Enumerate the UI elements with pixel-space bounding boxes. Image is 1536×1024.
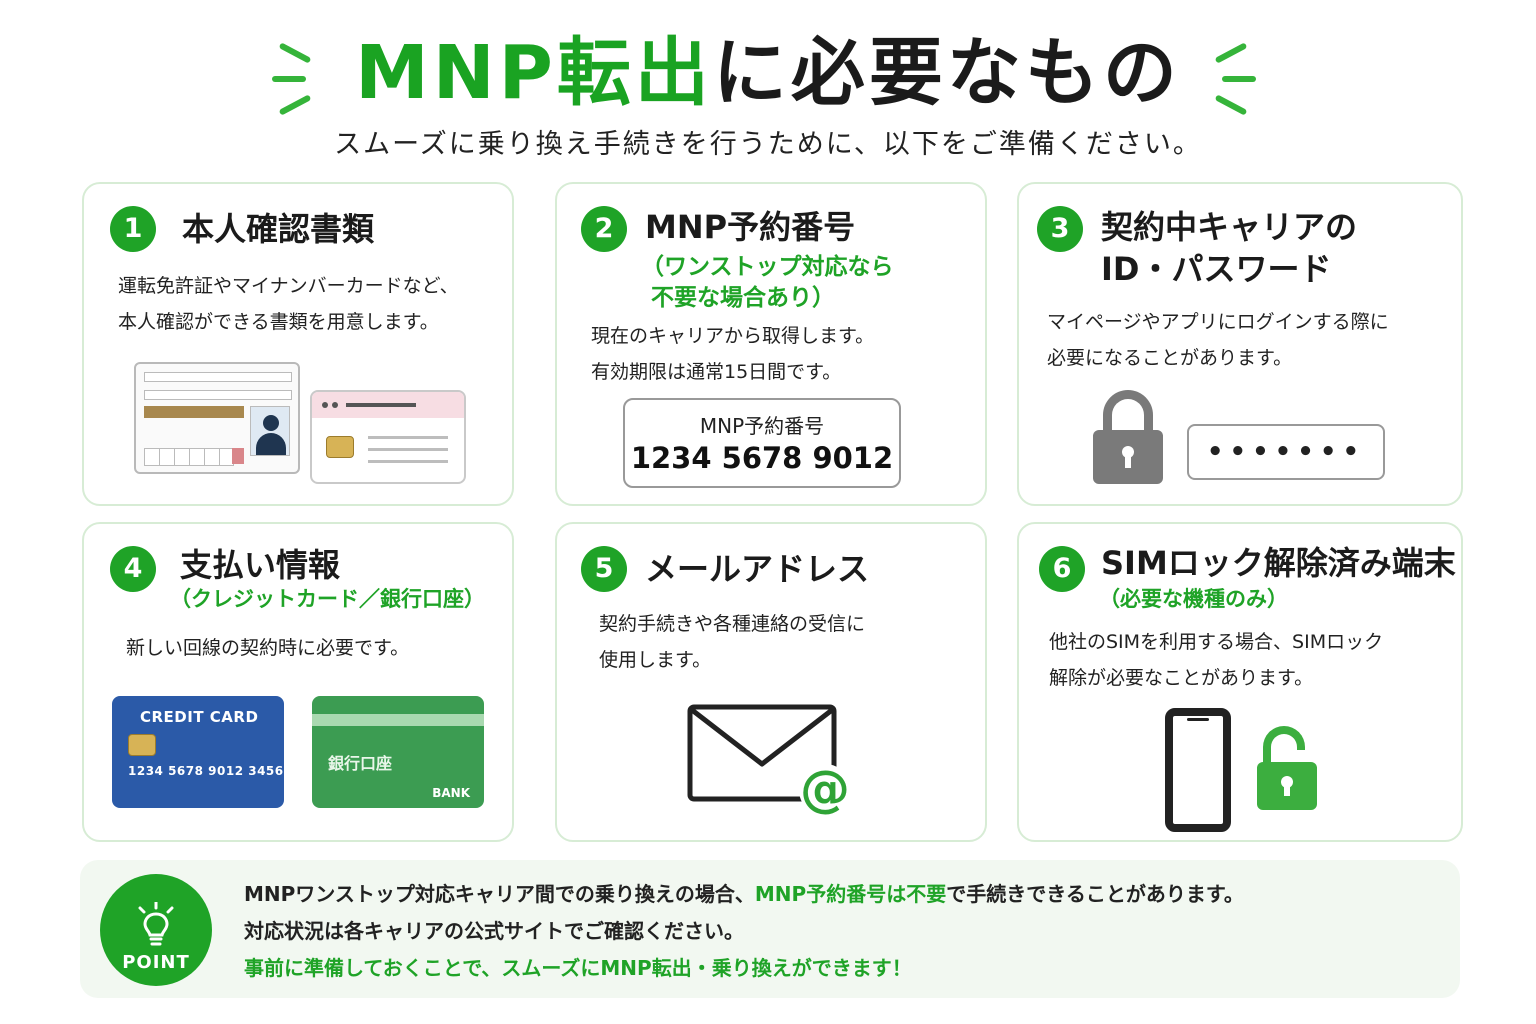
card-title-line: 契約中キャリアの [1101, 208, 1358, 246]
email-envelope-icon: @ [687, 704, 851, 818]
mnp-number-box: MNP予約番号 1234 5678 9012 [623, 398, 901, 488]
card-title: 本人確認書類 [182, 210, 375, 248]
ic-chip-icon [128, 734, 156, 756]
smartphone-icon [1165, 708, 1231, 832]
card-description-line: 使用します。 [599, 649, 712, 671]
card-title: SIMロック解除済み端末 [1101, 544, 1456, 582]
point-line-1-text: MNPワンストップ対応キャリア間での乗り換えの場合、 [244, 882, 755, 906]
unlocked-padlock-icon [1257, 726, 1317, 810]
point-line-1: MNPワンストップ対応キャリア間での乗り換えの場合、MNP予約番号は不要で手続き… [244, 876, 1244, 913]
card-description-line: 本人確認ができる書類を用意します。 [118, 311, 439, 333]
card-number-badge: 1 [110, 206, 156, 252]
card-description: マイページやアプリにログインする際に 必要になることがあります。 [1047, 304, 1389, 376]
card-number-badge: 3 [1037, 206, 1083, 252]
card-description-line: 新しい回線の契約時に必要です。 [126, 637, 410, 659]
credit-card-label: CREDIT CARD [140, 708, 259, 726]
page-subtitle: スムーズに乗り換え手続きを行うために、以下をご準備ください。 [334, 129, 1202, 160]
padlock-icon [1093, 390, 1163, 484]
card-description-line: 他社のSIMを利用する場合、SIMロック [1049, 631, 1384, 653]
credit-card-icon: CREDIT CARD 1234 5678 9012 3456 [112, 696, 284, 808]
card-carrier-id-password: 3 契約中キャリアの ID・パスワード マイページやアプリにログインする際に 必… [1017, 182, 1463, 506]
card-sim-unlocked-device: 6 SIMロック解除済み端末 （必要な機種のみ） 他社のSIMを利用する場合、S… [1017, 522, 1463, 842]
card-email-address: 5 メールアドレス 契約手続きや各種連絡の受信に 使用します。 @ [555, 522, 987, 842]
point-line-1-text: で手続きできることがあります。 [946, 882, 1244, 906]
title-black-part: に必要なもの [712, 30, 1181, 116]
card-title: MNP予約番号 [645, 208, 856, 246]
point-text: MNPワンストップ対応キャリア間での乗り換えの場合、MNP予約番号は不要で手続き… [244, 876, 1244, 987]
title-green-part: MNP転出 [355, 30, 713, 116]
card-title-line: ID・パスワード [1101, 250, 1332, 288]
card-description-line: 運転免許証やマイナンバーカードなど、 [118, 275, 459, 297]
card-title: 支払い情報 [180, 546, 341, 584]
page-title: MNP転出に必要なもの [0, 28, 1536, 118]
point-line-3: 事前に準備しておくことで、スムーズにMNP転出・乗り換えができます！ [244, 956, 912, 980]
left-burst-icon [268, 40, 328, 120]
card-payment-info: 4 支払い情報 （クレジットカード／銀行口座） 新しい回線の契約時に必要です。 … [82, 522, 514, 842]
point-badge: POINT [100, 874, 212, 986]
card-description-line: マイページやアプリにログインする際に [1047, 311, 1389, 333]
drivers-license-icon [134, 362, 300, 474]
card-subtitle: （クレジットカード／銀行口座） [170, 587, 485, 611]
lightbulb-icon [138, 902, 174, 946]
card-number-badge: 6 [1039, 546, 1085, 592]
ic-chip-icon [326, 436, 354, 458]
at-sign-icon: @ [800, 760, 850, 818]
mnp-number-box-label: MNP予約番号 [699, 414, 825, 438]
card-description-line: 契約手続きや各種連絡の受信に [599, 613, 866, 635]
mnp-number-box-value: 1234 5678 9012 [630, 441, 894, 475]
bank-card-icon: 銀行口座 BANK [312, 696, 484, 808]
right-burst-icon [1206, 40, 1266, 120]
card-number-badge: 5 [581, 546, 627, 592]
card-number-badge: 4 [110, 546, 156, 592]
card-description-line: 有効期限は通常15日間です。 [591, 361, 842, 383]
password-field: ••••••• [1187, 424, 1385, 480]
my-number-card-icon [310, 390, 466, 484]
card-description-line: 必要になることがあります。 [1047, 347, 1293, 369]
card-title: 契約中キャリアの ID・パスワード [1101, 206, 1357, 290]
card-subtitle-line: （ワンストップ対応なら [641, 254, 894, 280]
point-badge-label: POINT [122, 952, 190, 973]
person-photo-icon [250, 406, 290, 456]
card-number-badge: 2 [581, 206, 627, 252]
bank-card-label: 銀行口座 [328, 754, 393, 773]
card-subtitle: （ワンストップ対応なら 不要な場合あり） [641, 252, 894, 314]
point-line-1-highlight: MNP予約番号は不要 [754, 882, 947, 906]
card-subtitle-line: 不要な場合あり） [651, 285, 835, 311]
card-mnp-reservation-number: 2 MNP予約番号 （ワンストップ対応なら 不要な場合あり） 現在のキャリアから… [555, 182, 987, 506]
credit-card-number: 1234 5678 9012 3456 [128, 764, 284, 778]
point-line-2: 対応状況は各キャリアの公式サイトでご確認ください。 [244, 919, 744, 943]
card-identity-documents: 1 本人確認書類 運転免許証やマイナンバーカードなど、 本人確認ができる書類を用… [82, 182, 514, 506]
card-description-line: 解除が必要なことがあります。 [1049, 667, 1314, 689]
card-description: 他社のSIMを利用する場合、SIMロック 解除が必要なことがあります。 [1049, 624, 1383, 696]
card-subtitle: （必要な機種のみ） [1099, 587, 1288, 611]
card-description: 契約手続きや各種連絡の受信に 使用します。 [599, 606, 865, 678]
point-panel: POINT MNPワンストップ対応キャリア間での乗り換えの場合、MNP予約番号は… [80, 860, 1460, 998]
card-description: 運転免許証やマイナンバーカードなど、 本人確認ができる書類を用意します。 [118, 268, 459, 340]
card-title: メールアドレス [645, 550, 870, 588]
card-description-line: 現在のキャリアから取得します。 [591, 325, 875, 347]
card-description: 新しい回線の契約時に必要です。 [126, 630, 409, 666]
bank-card-brand: BANK [432, 786, 470, 800]
card-description: 現在のキャリアから取得します。 有効期限は通常15日間です。 [591, 318, 874, 390]
